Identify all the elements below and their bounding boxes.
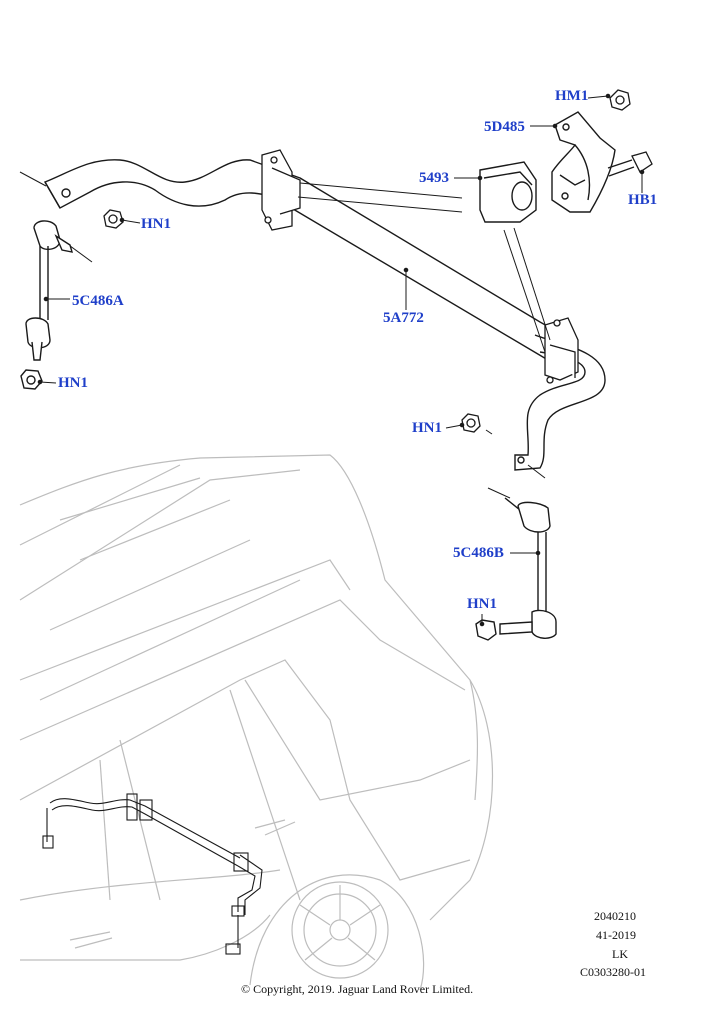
bar-clamp-left bbox=[261, 149, 301, 231]
callout-hn1-mid: HN1 bbox=[412, 420, 442, 436]
assembly-thumbnail bbox=[42, 793, 263, 955]
nut-hn1-mid bbox=[461, 413, 481, 433]
link-right bbox=[475, 497, 557, 641]
callout-hn1-left: HN1 bbox=[58, 375, 88, 391]
bolt-hb1 bbox=[607, 151, 653, 177]
link-left bbox=[20, 220, 73, 390]
reference-line-1: 2040210 bbox=[594, 909, 636, 923]
callout-hb1: HB1 bbox=[628, 192, 658, 208]
callout-hn1-top: HN1 bbox=[141, 216, 171, 232]
callout-5a772: 5A772 bbox=[383, 310, 424, 326]
callout-hn1-right: HN1 bbox=[467, 596, 497, 612]
bush-bracket bbox=[551, 111, 616, 213]
callout-hm1: HM1 bbox=[555, 88, 589, 104]
reference-line-3: LK bbox=[612, 947, 628, 961]
vehicle-outline bbox=[19, 454, 493, 991]
callout-5c486a: 5C486A bbox=[72, 293, 124, 309]
reference-line-2: 41-2019 bbox=[596, 928, 636, 942]
callout-5d485: 5D485 bbox=[484, 119, 525, 135]
reference-line-4: C0303280-01 bbox=[580, 965, 646, 979]
callout-5c486b: 5C486B bbox=[453, 545, 504, 561]
leader-lines bbox=[37, 93, 645, 627]
copyright-notice: © Copyright, 2019. Jaguar Land Rover Lim… bbox=[241, 982, 474, 996]
bush bbox=[479, 161, 537, 223]
construction-lines bbox=[19, 171, 551, 499]
callout-5493: 5493 bbox=[419, 170, 449, 186]
bar-clamp-right bbox=[544, 317, 579, 384]
nut-hm1 bbox=[609, 89, 631, 111]
